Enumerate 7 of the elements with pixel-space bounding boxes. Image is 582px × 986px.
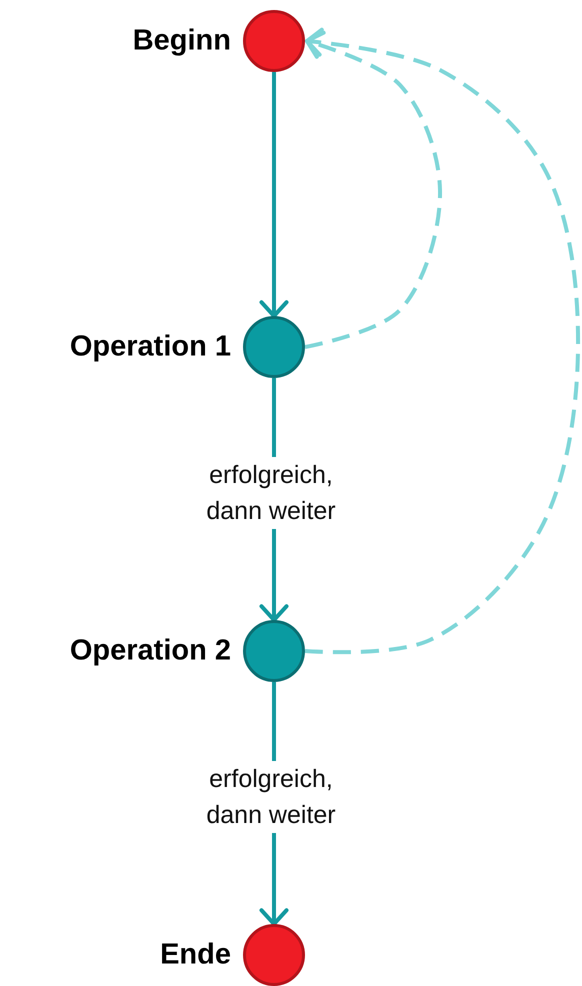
arrow [260, 72, 288, 318]
dashed-arrow [304, 30, 442, 349]
node-label: Operation 2 [70, 634, 231, 668]
node-label: Operation 1 [70, 330, 231, 364]
node-label: Ende [160, 938, 231, 972]
dashed-arrow [304, 28, 580, 654]
node-label: Beginn [132, 24, 231, 58]
